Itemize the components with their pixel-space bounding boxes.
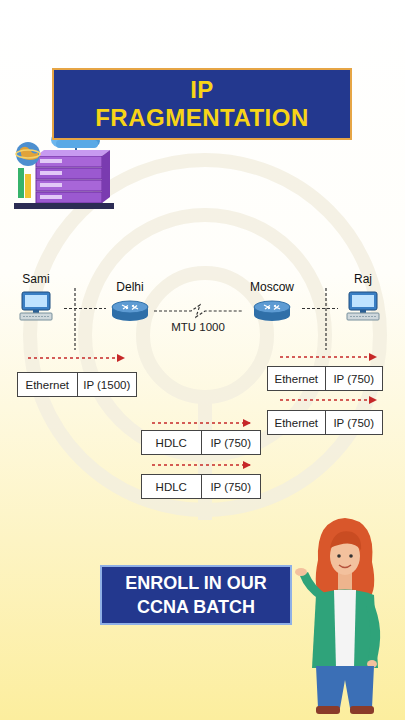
server-illustration-part — [36, 180, 102, 191]
packet-frame: HDLCIP (750) — [141, 430, 261, 455]
presenter-figure-part — [337, 554, 341, 558]
watermark — [30, 160, 380, 520]
packet-flow-arrow-part — [28, 357, 124, 358]
ethernet-link — [64, 308, 106, 309]
presenter-figure-part — [300, 572, 326, 600]
pc-icon-part — [349, 292, 377, 310]
router-icon-part — [254, 301, 290, 313]
ip-packet-size: IP (750) — [201, 475, 261, 498]
watermark-part — [143, 273, 267, 397]
router-icon-part — [264, 305, 280, 310]
server-illustration-part — [25, 174, 31, 198]
server-illustration-part — [16, 150, 40, 158]
server-illustration-part — [16, 142, 40, 166]
frame-header: HDLC — [142, 475, 201, 498]
pc-icon — [18, 291, 54, 321]
host-node: Sami — [8, 272, 64, 330]
ip-packet-size: IP (750) — [325, 411, 383, 434]
host-node: Raj — [338, 272, 388, 330]
router-node: Moscow — [242, 280, 302, 326]
ethernet-link — [302, 308, 338, 309]
presenter-figure-part — [367, 660, 377, 668]
packet-flow-arrow-part — [280, 399, 376, 400]
server-illustration-part — [40, 171, 62, 175]
server-illustration-part — [56, 140, 98, 148]
server-illustration-part — [18, 168, 24, 198]
presenter-figure — [295, 518, 380, 714]
router-icon — [109, 299, 151, 323]
packet-frame: EthernetIP (750) — [267, 410, 383, 435]
router-icon — [251, 299, 293, 323]
presenter-figure-part — [350, 706, 374, 714]
presenter-figure-part — [339, 565, 351, 568]
packet-frame: EthernetIP (1500) — [17, 372, 137, 397]
router-node: Delhi — [106, 280, 154, 326]
pc-icon-part — [20, 313, 52, 320]
server-illustration-part — [40, 183, 62, 187]
presenter-figure-part — [334, 590, 356, 668]
frame-header: Ethernet — [268, 367, 325, 390]
server-illustration-part — [36, 168, 102, 179]
ip-packet-size: IP (1500) — [77, 373, 137, 396]
frame-header: Ethernet — [268, 411, 325, 434]
watermark-part — [198, 395, 212, 520]
frame-header: HDLC — [142, 431, 201, 454]
pc-icon-part — [352, 295, 374, 307]
presenter-figure-part — [366, 600, 380, 662]
packet-flow-arrow-part — [152, 422, 250, 423]
packet-frame: EthernetIP (750) — [267, 366, 383, 391]
packet-flow-arrow-part — [280, 356, 376, 357]
server-illustration-part — [14, 203, 114, 209]
server-illustration-part — [40, 159, 62, 163]
server-illustration-part — [102, 150, 110, 203]
lan-segment-line-part — [74, 288, 75, 350]
ip-packet-size: IP (750) — [201, 431, 261, 454]
server-illustration-part — [40, 195, 62, 199]
presenter-figure-part — [295, 568, 307, 576]
pc-icon-part — [350, 316, 376, 317]
pc-icon — [345, 291, 381, 321]
presenter-figure-part — [349, 554, 353, 558]
device-label: Sami — [22, 272, 49, 287]
serial-link — [154, 305, 242, 317]
server-illustration-part — [36, 150, 110, 156]
presenter-figure-part — [330, 537, 360, 575]
pc-icon-part — [347, 313, 379, 320]
device-label: Raj — [354, 272, 372, 287]
presenter-figure-part — [312, 590, 378, 669]
enroll-banner: ENROLL IN OUR CCNA BATCH — [100, 565, 292, 625]
presenter-figure-part — [330, 531, 361, 550]
packet-flow-arrow-part — [152, 464, 250, 465]
pc-icon-part — [23, 316, 49, 317]
title-banner: IP FRAGMENTATION — [52, 68, 352, 140]
server-illustration-part — [36, 192, 102, 203]
presenter-figure-part — [316, 666, 374, 708]
lan-segment-line — [75, 288, 326, 350]
router-icon-part — [122, 305, 138, 310]
frame-header: Ethernet — [18, 373, 77, 396]
router-icon-part — [112, 301, 148, 313]
presenter-figure-part — [316, 518, 375, 600]
pc-icon-part — [22, 292, 50, 310]
packet-frame: HDLCIP (750) — [141, 474, 261, 499]
link-label: MTU 1000 — [171, 321, 225, 333]
presenter-figure-part — [316, 706, 340, 714]
lan-segment-line-part — [325, 288, 326, 350]
device-label: Delhi — [116, 280, 143, 295]
ip-packet-size: IP (750) — [325, 367, 383, 390]
presenter-figure-part — [338, 572, 352, 590]
banner-text: ENROLL IN OUR CCNA BATCH — [110, 571, 282, 619]
server-illustration-part — [36, 156, 102, 167]
device-label: Moscow — [250, 280, 294, 295]
title-text: IP FRAGMENTATION — [90, 76, 315, 132]
pc-icon-part — [25, 295, 47, 307]
